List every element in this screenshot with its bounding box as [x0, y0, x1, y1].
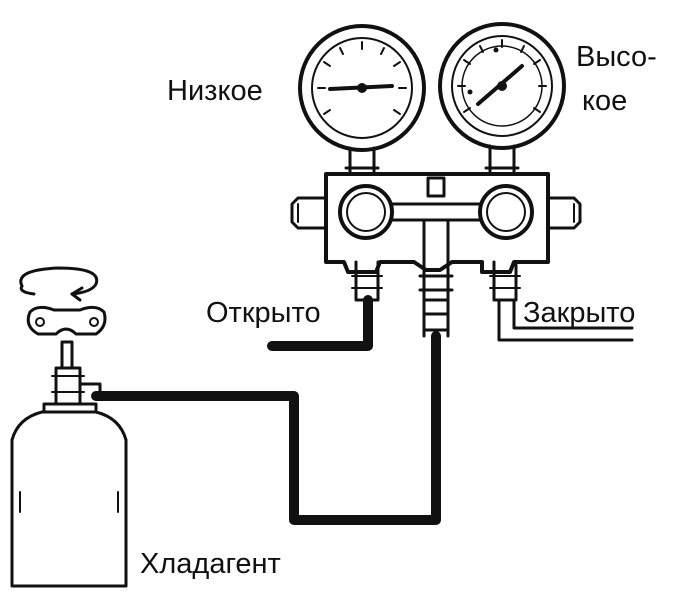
low-pressure-gauge-icon: [298, 24, 426, 174]
rotation-arrow-icon: [19, 266, 99, 302]
valve-closed-label: Закрыто: [523, 297, 636, 329]
high-side-hose: [497, 298, 634, 342]
valve-open-label: Открыто: [206, 297, 321, 329]
refrigerant-label: Хладагент: [140, 548, 281, 580]
refrigerant-can-icon: [10, 305, 128, 588]
low-pressure-label: Низкое: [167, 75, 263, 107]
service-hose: [91, 331, 441, 525]
high-pressure-gauge-icon: [438, 22, 566, 174]
high-pressure-label-line1: Высо-: [576, 41, 657, 73]
high-pressure-label-line2: кое: [582, 85, 628, 117]
manifold-icon: [290, 172, 582, 338]
low-side-hose: [267, 295, 373, 351]
